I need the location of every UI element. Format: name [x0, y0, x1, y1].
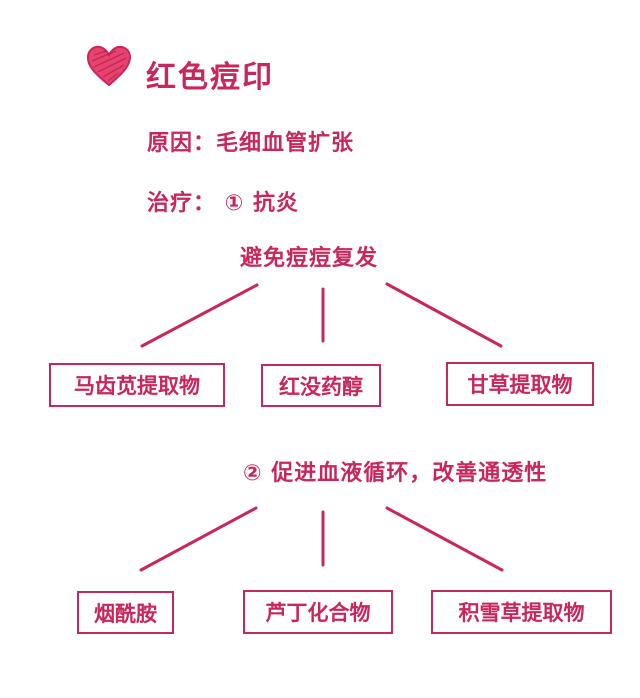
page-title: 红色痘印: [146, 60, 274, 95]
ingredient-box: 烟酰胺: [77, 591, 174, 634]
ingredient-box: 甘草提取物: [446, 362, 594, 406]
treatment-text: 治疗： ① 抗炎: [147, 191, 299, 216]
ingredient-box: 红没药醇: [261, 364, 381, 407]
ingredient-box: 积雪草提取物: [431, 590, 612, 634]
avoid-recurrence-text: 避免痘痘复发: [240, 246, 379, 271]
cause-text: 原因：毛细血管扩张: [147, 131, 355, 156]
connector-line: [139, 506, 258, 572]
ingredient-box: 芦丁化合物: [243, 590, 393, 634]
heart-icon: [86, 45, 132, 87]
connector-line: [385, 506, 504, 572]
method-two-text: ② 促进血液循环，改善通透性: [243, 461, 548, 486]
ingredient-box: 马齿苋提取物: [49, 363, 225, 407]
connector-line: [140, 283, 259, 348]
connector-line: [385, 282, 503, 348]
